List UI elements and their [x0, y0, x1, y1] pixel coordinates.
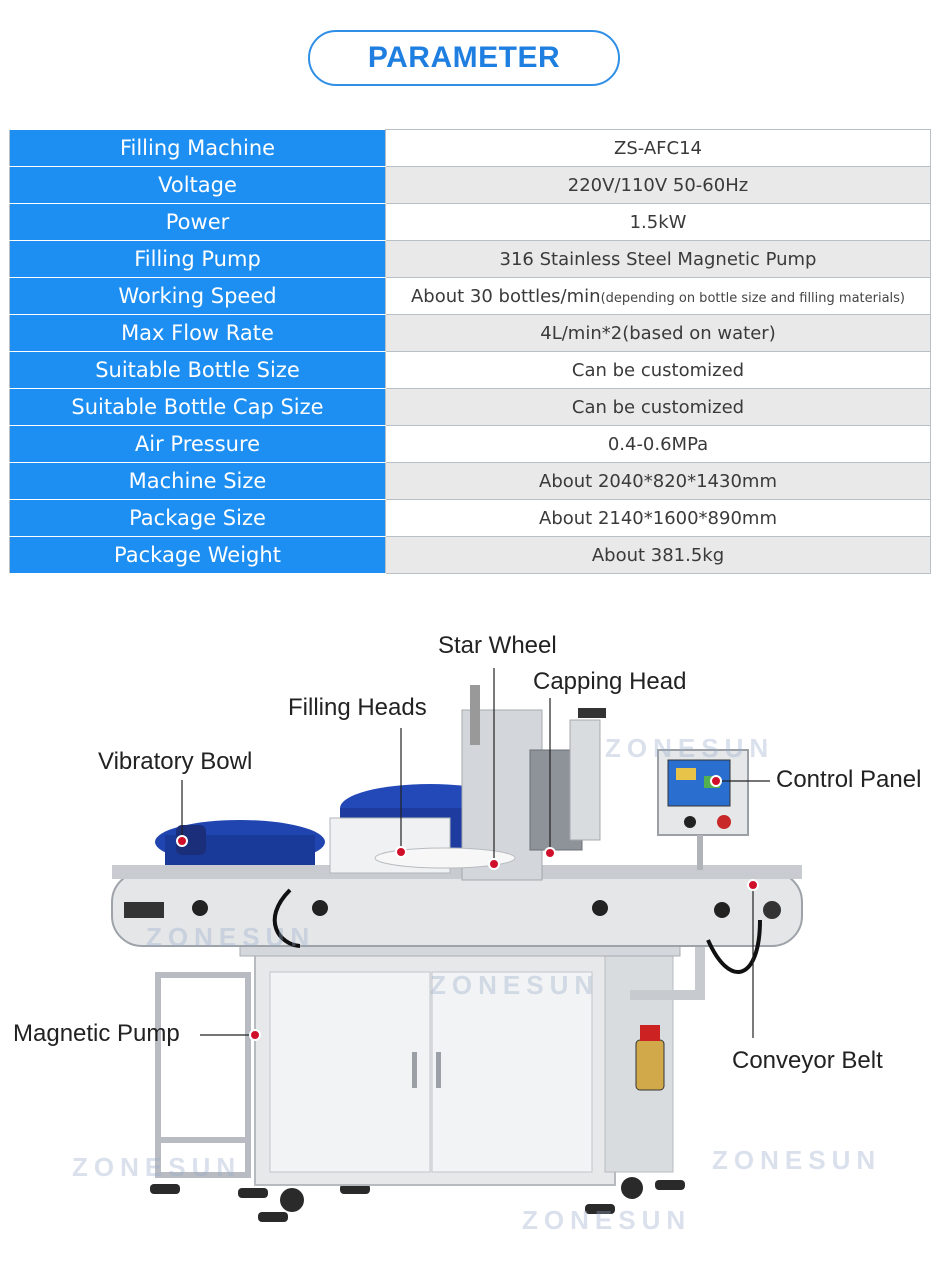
- spec-label: Suitable Bottle Size: [9, 351, 386, 389]
- spec-value-text: About 30 bottles/min: [410, 285, 601, 307]
- spec-value-text: 4L/min*2(based on water): [540, 322, 776, 344]
- spec-value: 220V/110V 50-60Hz: [385, 166, 931, 204]
- parameter-title-badge: PARAMETER: [308, 30, 620, 86]
- spec-value: ZS-AFC14: [385, 129, 931, 167]
- spec-value: Can be customized: [385, 351, 931, 389]
- machine-illustration: [111, 668, 803, 1222]
- spec-value-text: Can be customized: [571, 359, 745, 381]
- watermark-logo: ZONESUN: [605, 733, 775, 763]
- spec-value-text: 1.5kW: [629, 211, 687, 233]
- spec-value-note: (depending on bottle size and filling ma…: [600, 290, 906, 306]
- callout-control-panel: Control Panel: [776, 766, 922, 793]
- spec-value: 1.5kW: [385, 203, 931, 241]
- spec-row: Package Weight About 381.5kg: [9, 536, 931, 574]
- spec-row: Max Flow Rate 4L/min*2(based on water): [9, 314, 931, 352]
- spec-value: 316 Stainless Steel Magnetic Pump: [385, 240, 931, 278]
- spec-label: Max Flow Rate: [9, 314, 386, 352]
- spec-label: Power: [9, 203, 386, 241]
- spec-label: Machine Size: [9, 462, 386, 500]
- spec-value-text: 0.4-0.6MPa: [607, 433, 709, 455]
- callout-star-wheel: Star Wheel: [438, 632, 557, 659]
- spec-value: About 30 bottles/min(depending on bottle…: [385, 277, 931, 315]
- page-title: PARAMETER: [367, 41, 561, 74]
- spec-value: About 381.5kg: [385, 536, 931, 574]
- watermark-logo: ZONESUN: [522, 1205, 692, 1235]
- watermark-logo: ZONESUN: [146, 922, 316, 952]
- spec-row: Voltage 220V/110V 50-60Hz: [9, 166, 931, 204]
- spec-row: Air Pressure 0.4-0.6MPa: [9, 425, 931, 463]
- spec-label: Filling Machine: [9, 129, 386, 167]
- spec-row: Filling Machine ZS-AFC14: [9, 129, 931, 167]
- watermark-logo: ZONESUN: [712, 1145, 882, 1175]
- spec-label: Suitable Bottle Cap Size: [9, 388, 386, 426]
- spec-value: About 2140*1600*890mm: [385, 499, 931, 537]
- spec-row: Machine Size About 2040*820*1430mm: [9, 462, 931, 500]
- spec-row: Power 1.5kW: [9, 203, 931, 241]
- spec-label: Voltage: [9, 166, 386, 204]
- callout-magnetic-pump: Magnetic Pump: [13, 1020, 180, 1047]
- spec-value-text: 316 Stainless Steel Magnetic Pump: [499, 248, 817, 270]
- spec-label: Air Pressure: [9, 425, 386, 463]
- spec-label: Package Size: [9, 499, 386, 537]
- spec-label: Working Speed: [9, 277, 386, 315]
- spec-row: Suitable Bottle Size Can be customized: [9, 351, 931, 389]
- watermark-logo: ZONESUN: [430, 970, 600, 1000]
- spec-value-text: ZS-AFC14: [614, 137, 702, 159]
- spec-row: Filling Pump 316 Stainless Steel Magnetic…: [9, 240, 931, 278]
- spec-value: Can be customized: [385, 388, 931, 426]
- spec-value-text: About 2140*1600*890mm: [539, 507, 777, 529]
- spec-value: 4L/min*2(based on water): [385, 314, 931, 352]
- machine-photo: ZONESUN ZONESUN ZONESUN ZONESUN ZONESUN …: [0, 600, 944, 1261]
- spec-label: Filling Pump: [9, 240, 386, 278]
- callout-conveyor-belt: Conveyor Belt: [732, 1047, 883, 1074]
- spec-value-text: 220V/110V 50-60Hz: [567, 174, 749, 196]
- callout-filling-heads: Filling Heads: [288, 694, 427, 721]
- spec-row: Suitable Bottle Cap Size Can be customize…: [9, 388, 931, 426]
- spec-value-text: About 381.5kg: [591, 544, 725, 566]
- spec-value: 0.4-0.6MPa: [385, 425, 931, 463]
- callout-vibratory-bowl: Vibratory Bowl: [98, 748, 253, 775]
- spec-row: Package Size About 2140*1600*890mm: [9, 499, 931, 537]
- watermark-logo: ZONESUN: [72, 1152, 242, 1182]
- spec-label: Package Weight: [9, 536, 386, 574]
- callout-capping-head: Capping Head: [533, 668, 687, 695]
- spec-value-text: Can be customized: [571, 396, 745, 418]
- spec-value: About 2040*820*1430mm: [385, 462, 931, 500]
- spec-value-text: About 2040*820*1430mm: [539, 470, 777, 492]
